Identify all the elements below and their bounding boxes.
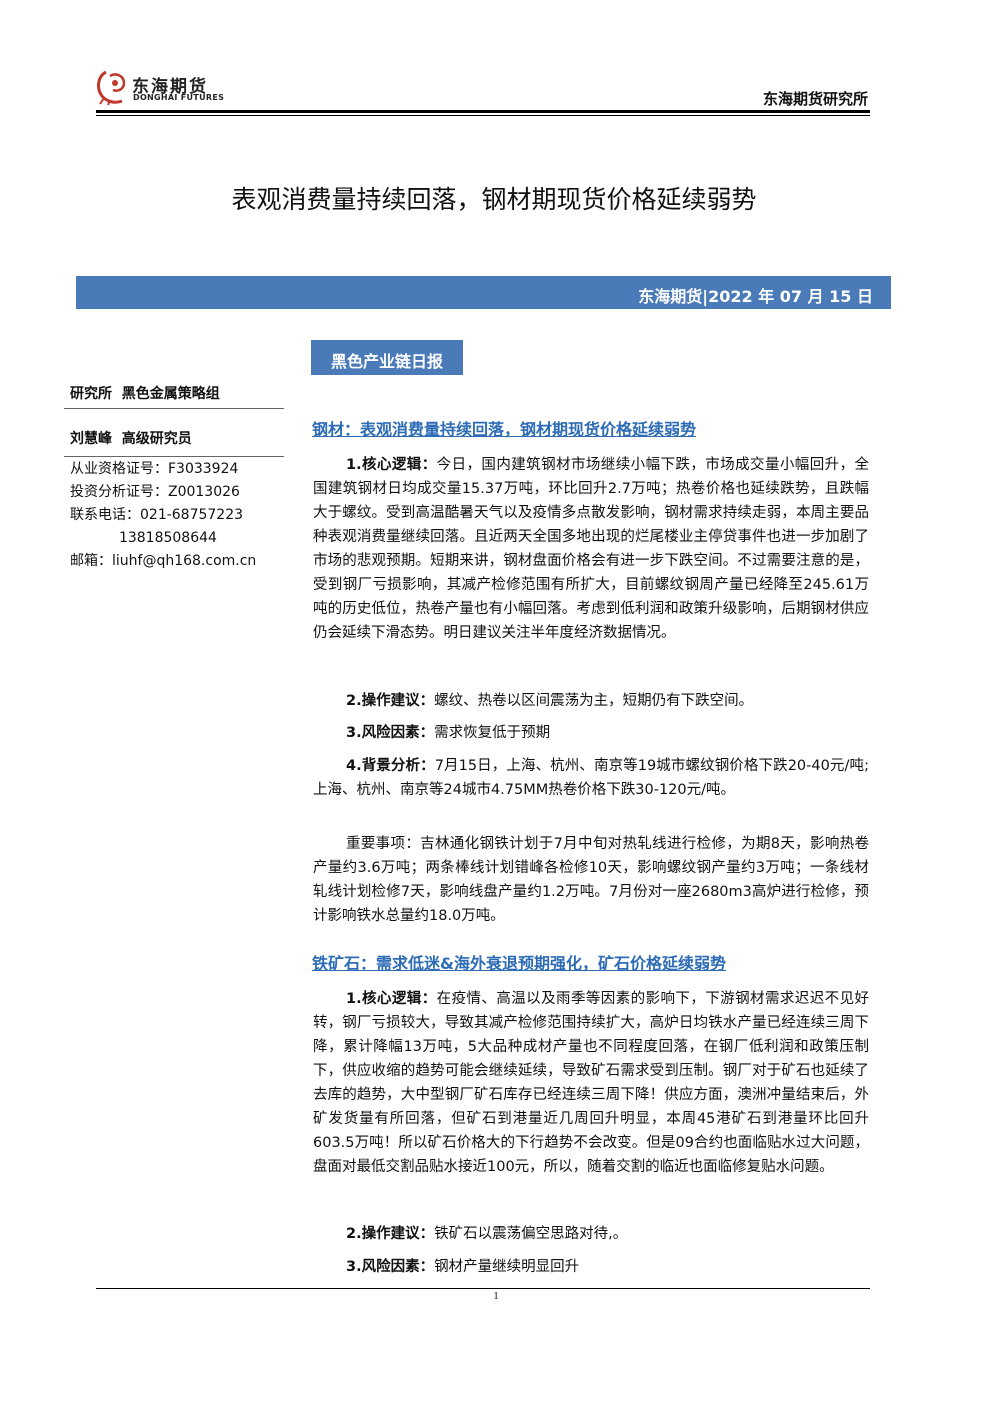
page-number: 1 (493, 1290, 499, 1302)
para-text: 需求恢复低于预期 (434, 725, 551, 741)
logo-english-name: DONGHAI FUTURES (133, 93, 225, 102)
para-text: 7月15日，上海、杭州、南京等19城市螺纹钢价格下跌20-40元/吨;上海、杭州… (313, 758, 869, 798)
institute-name: 东海期货研究所 (762, 90, 868, 108)
sidebar-divider (64, 408, 284, 409)
steel-risk-factors: 3.风险因素：需求恢复低于预期 (313, 721, 869, 745)
para-text: 重要事项：吉林通化钢铁计划于7月中旬对热轧线进行检修，为期8天，影响热卷产量约3… (313, 836, 869, 924)
report-type-label: 黑色产业链日报 (330, 352, 443, 371)
steel-background: 4.背景分析：7月15日，上海、杭州、南京等19城市螺纹钢价格下跌20-40元/… (313, 754, 869, 802)
research-group: 研究所 黑色金属策略组 (70, 386, 220, 402)
para-text: 今日，国内建筑钢材市场继续小幅下跌，市场成交量小幅回升，全国建筑钢材日均成交量1… (313, 457, 869, 641)
ore-risk-factors: 3.风险因素：钢材产量继续明显回升 (313, 1255, 869, 1279)
para-text: 钢材产量继续明显回升 (434, 1259, 580, 1275)
dragon-logo-icon (97, 70, 126, 106)
section-title-iron-ore: 铁矿石：需求低迷&海外衰退预期强化，矿石价格延续弱势 (312, 954, 726, 973)
phone-number: 联系电话：021-68757223 (70, 507, 244, 523)
section-title-steel: 钢材：表观消费量持续回落，钢材期现货价格延续弱势 (312, 420, 697, 439)
company-logo: 东海期货 DONGHAI FUTURES (96, 68, 236, 108)
para-label: 3.风险因素： (346, 1259, 435, 1275)
para-label: 2.操作建议： (346, 1226, 435, 1242)
header-rule (96, 110, 870, 113)
header-rule-thin (96, 115, 870, 116)
qualification-number: 从业资格证号：F3033924 (70, 461, 239, 477)
logo-chinese-name: 东海期货 (132, 77, 208, 97)
report-date: 东海期货|2022 年 07 月 15 日 (638, 287, 873, 306)
report-type-tag: 黑色产业链日报 (311, 340, 463, 375)
author-contact: 从业资格证号：F3033924 投资分析证号：Z0013026 联系电话：021… (70, 458, 284, 573)
para-label: 1.核心逻辑： (346, 457, 437, 473)
steel-important-events: 重要事项：吉林通化钢铁计划于7月中旬对热轧线进行检修，为期8天，影响热卷产量约3… (313, 832, 869, 928)
ore-core-logic: 1.核心逻辑：在疫情、高温以及雨季等因素的影响下，下游钢材需求迟迟不见好转，钢厂… (313, 987, 869, 1179)
para-label: 2.操作建议： (346, 693, 435, 709)
para-label: 4.背景分析： (346, 758, 435, 774)
steel-core-logic: 1.核心逻辑：今日，国内建筑钢材市场继续小幅下跌，市场成交量小幅回升，全国建筑钢… (313, 453, 869, 645)
ore-operation-advice: 2.操作建议：铁矿石以震荡偏空思路对待,。 (313, 1222, 869, 1246)
email-address: 邮箱：liuhf@qh168.com.cn (70, 553, 257, 569)
para-text: 在疫情、高温以及雨季等因素的影响下，下游钢材需求迟迟不见好转，钢厂亏损较大，导致… (313, 991, 869, 1175)
mobile-number: 13818508644 (70, 530, 217, 546)
report-title: 表观消费量持续回落，钢材期现货价格延续弱势 (231, 185, 757, 214)
footer-rule (96, 1288, 870, 1289)
date-bar: 东海期货|2022 年 07 月 15 日 (76, 276, 891, 309)
sidebar-divider (64, 456, 284, 457)
steel-operation-advice: 2.操作建议：螺纹、热卷以区间震荡为主，短期仍有下跌空间。 (313, 689, 869, 713)
author-name: 刘慧峰 高级研究员 (70, 431, 192, 447)
analysis-cert-number: 投资分析证号：Z0013026 (70, 484, 240, 500)
para-text: 螺纹、热卷以区间震荡为主，短期仍有下跌空间。 (434, 693, 754, 709)
para-label: 3.风险因素： (346, 725, 435, 741)
para-label: 1.核心逻辑： (346, 991, 437, 1007)
para-text: 铁矿石以震荡偏空思路对待,。 (434, 1226, 628, 1242)
